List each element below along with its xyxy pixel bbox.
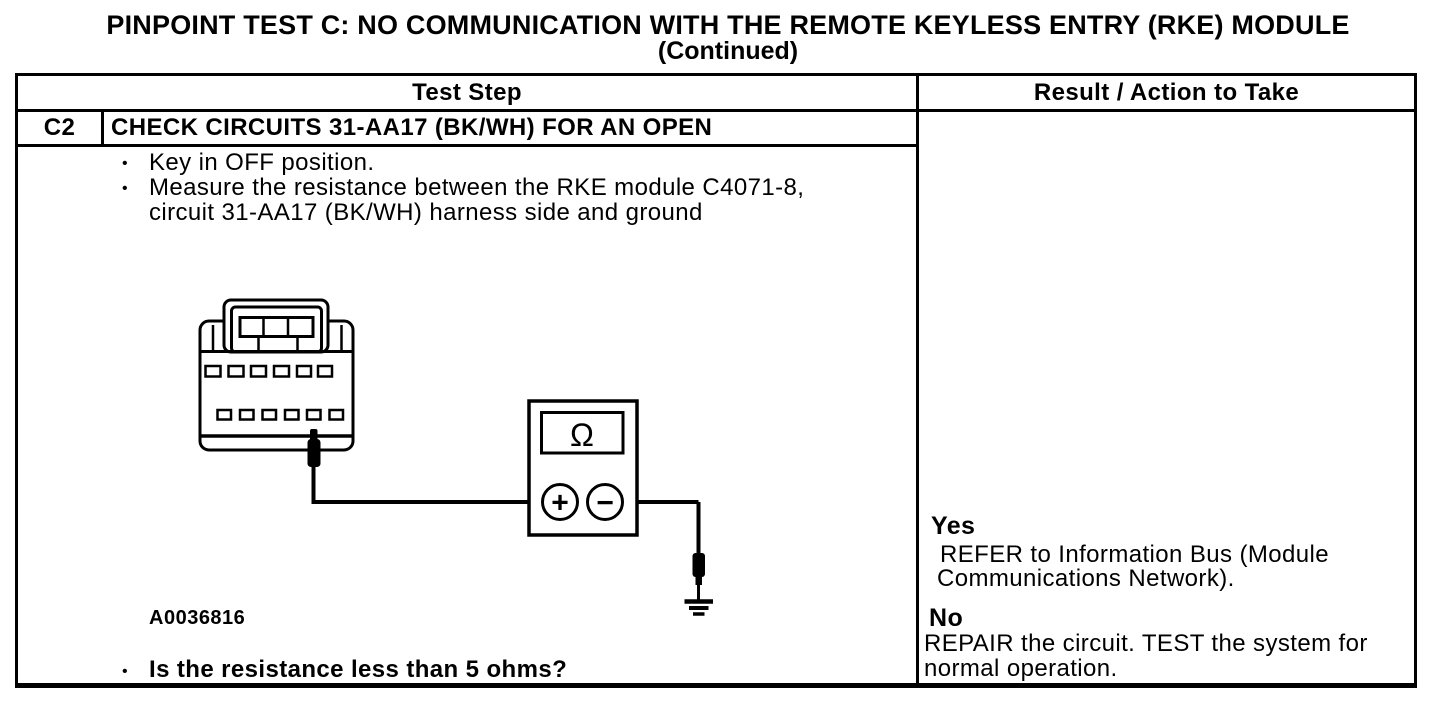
header-bottom-rule bbox=[18, 109, 1414, 112]
header-test-step: Test Step bbox=[412, 79, 522, 106]
figure-label: A0036816 bbox=[149, 607, 246, 629]
header-result-action: Result / Action to Take bbox=[1033, 79, 1300, 106]
instruction-line: Measure the resistance between the RKE m… bbox=[149, 174, 805, 201]
step-row-bottom-rule bbox=[18, 144, 916, 147]
bullet-icon: • bbox=[122, 663, 128, 680]
bullet-icon: • bbox=[122, 155, 128, 172]
result-answer-yes: Yes bbox=[931, 512, 976, 540]
step-title: CHECK CIRCUITS 31-AA17 (BK/WH) FOR AN OP… bbox=[111, 114, 713, 141]
result-action-line: REFER to Information Bus (Module bbox=[940, 541, 1329, 568]
bullet-icon: • bbox=[122, 180, 128, 197]
column-divider bbox=[916, 76, 919, 683]
page-title: PINPOINT TEST C: NO COMMUNICATION WITH T… bbox=[106, 10, 1350, 40]
instruction-line: Key in OFF position. bbox=[149, 149, 375, 176]
result-action-line: REPAIR the circuit. TEST the system for bbox=[924, 630, 1368, 657]
pinpoint-test-table: Test Step Result / Action to Take C2 CHE… bbox=[15, 73, 1417, 688]
step-id-divider bbox=[101, 112, 104, 144]
page-title-continued: (Continued) bbox=[657, 37, 799, 65]
instruction-line: circuit 31-AA17 (BK/WH) harness side and… bbox=[149, 199, 703, 226]
step-question: Is the resistance less than 5 ohms? bbox=[149, 656, 568, 683]
result-action-line: Communications Network). bbox=[937, 565, 1235, 592]
step-id: C2 bbox=[43, 114, 76, 141]
result-action-line: normal operation. bbox=[924, 655, 1118, 682]
result-answer-no: No bbox=[929, 604, 964, 632]
